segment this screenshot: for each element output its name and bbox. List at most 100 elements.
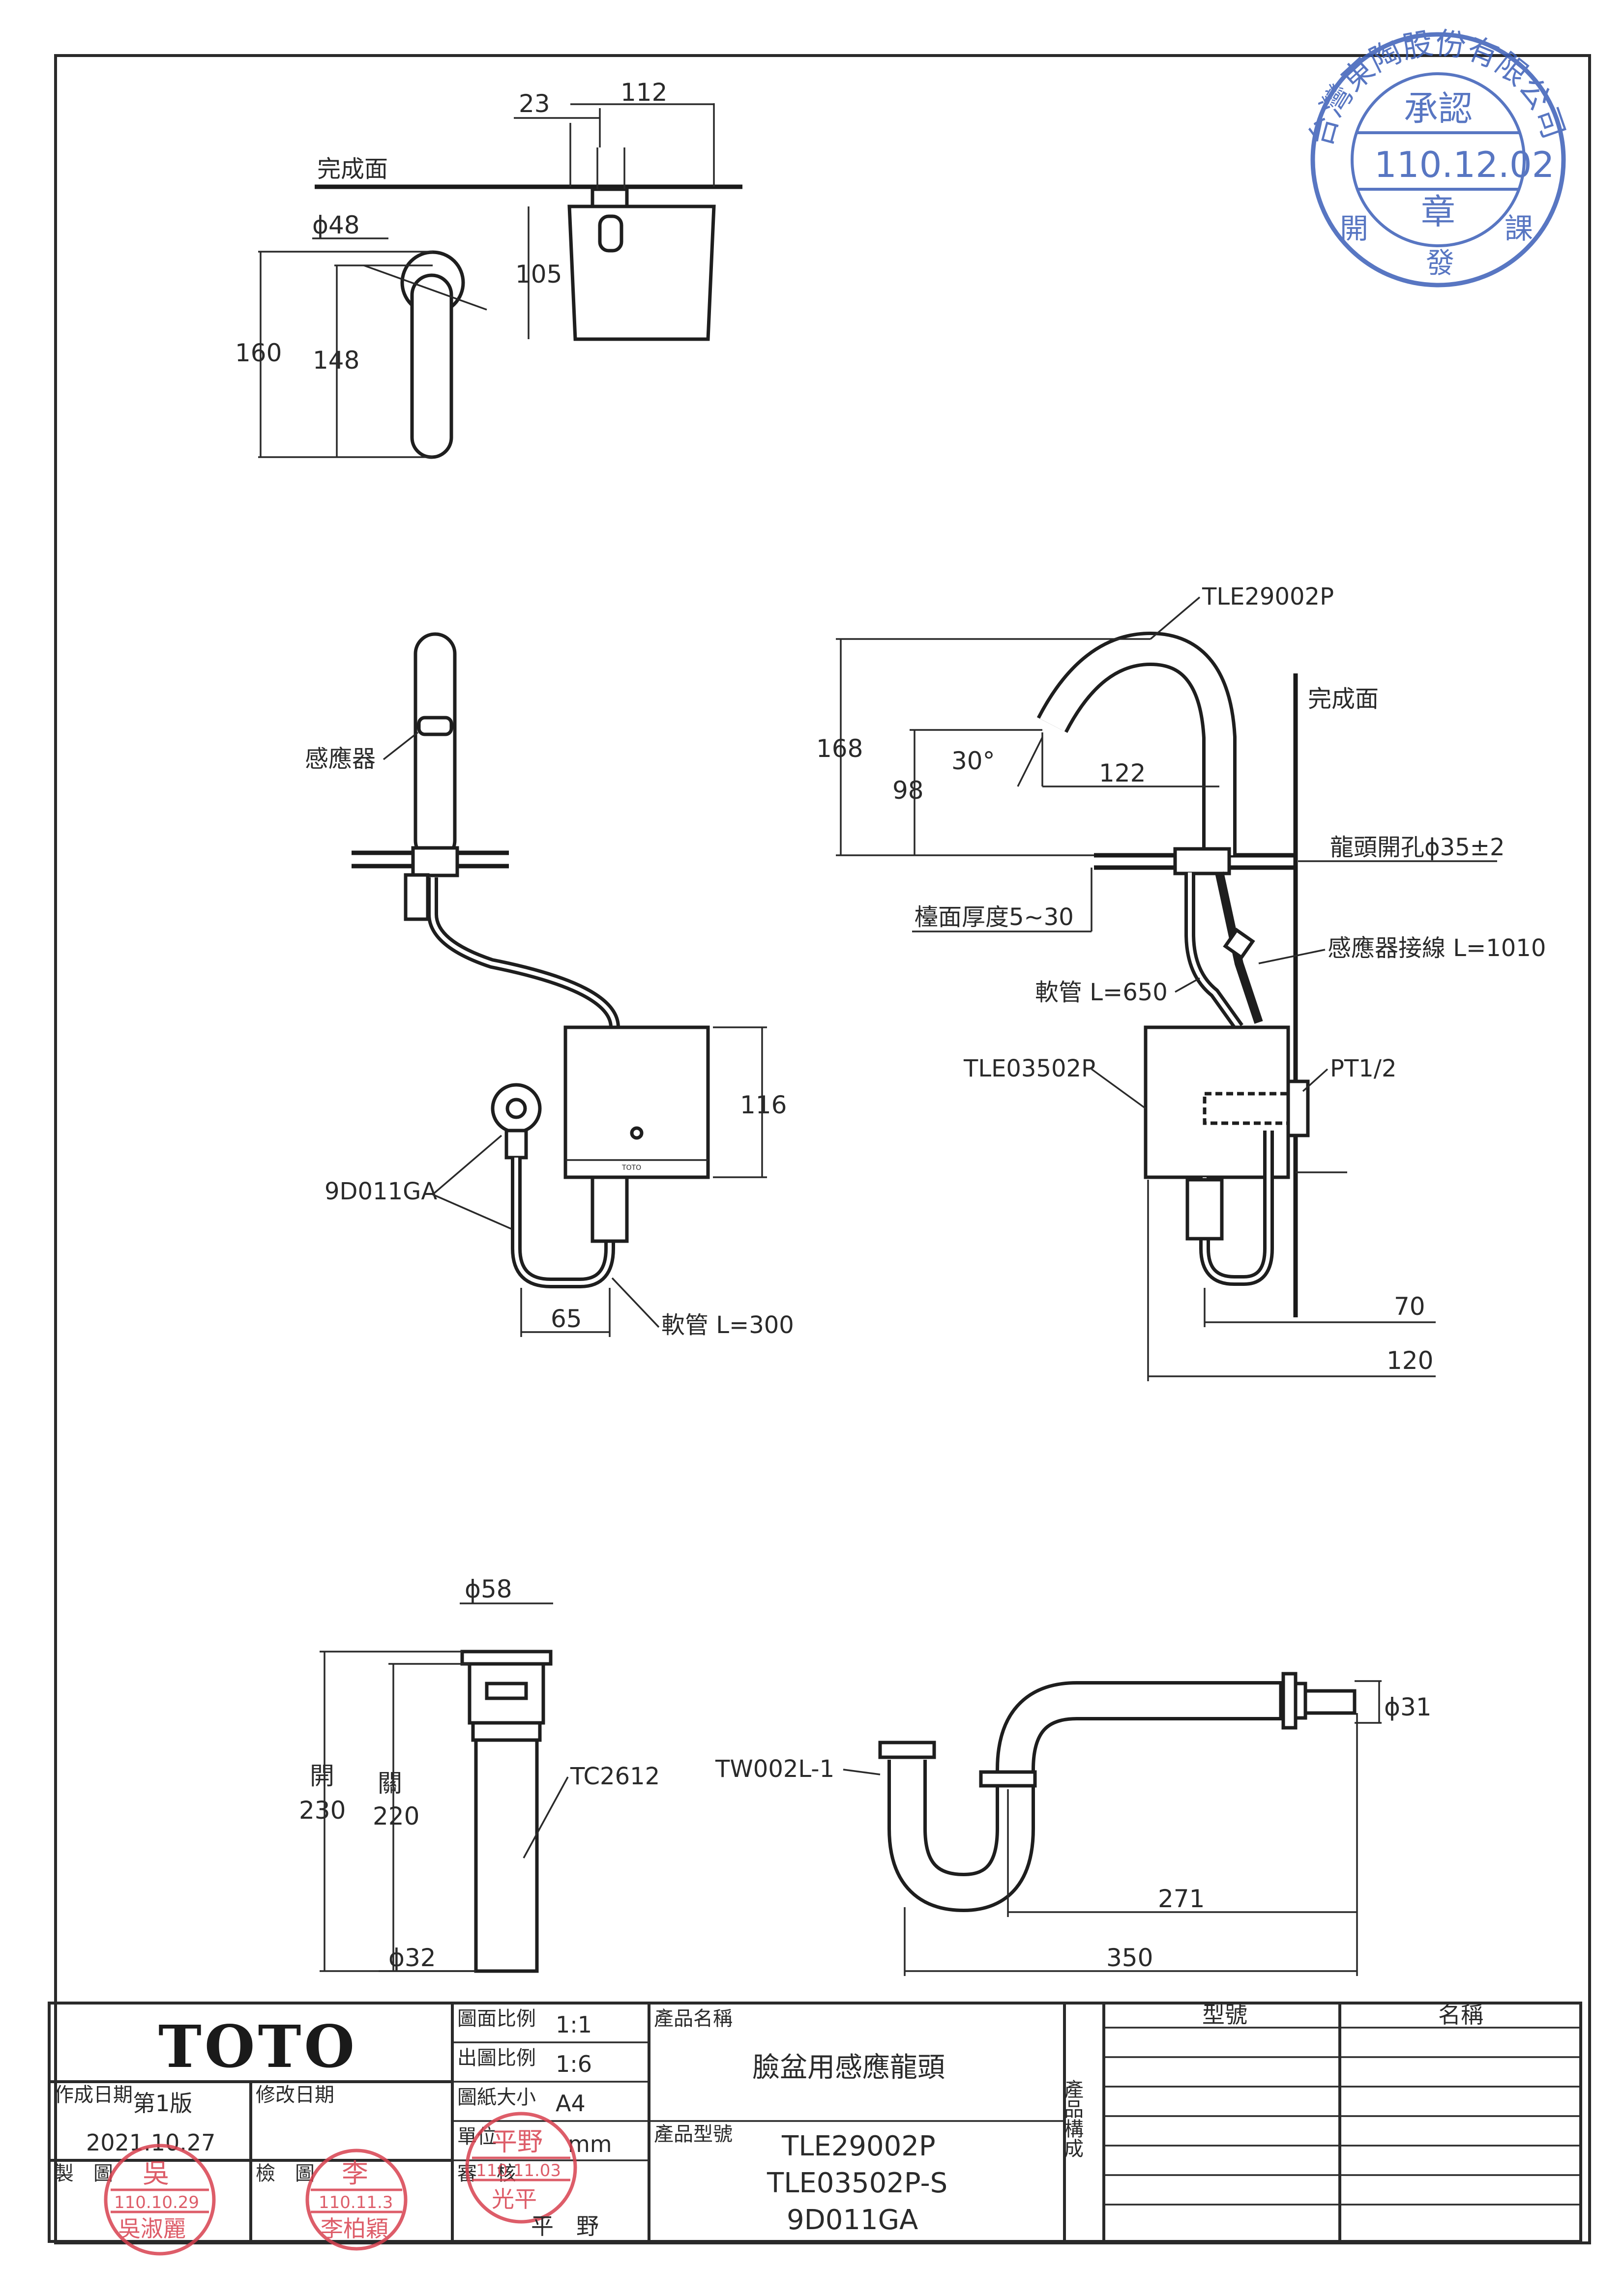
side-spout-core [1040,635,1233,855]
side-counter-label: 檯面厚度5~30 [915,903,1074,931]
front-control-box [563,1025,710,1179]
revised-label: 修改日期 [256,2084,334,2106]
product-name: 臉盆用感應龍頭 [752,2052,945,2084]
top-inlet [598,214,623,253]
trap-outlet [1303,1689,1357,1715]
drain-open-value: 230 [299,1796,346,1825]
front-valve-label: 9D011GA [325,1178,437,1205]
valve-leader-2 [432,1193,512,1230]
cable-leader [1258,949,1326,964]
dim-105: 105 [515,260,562,289]
checker-stamp-mark: 李 [342,2158,368,2189]
dim-116: 116 [740,1091,787,1119]
col-name: 名稱 [1438,2002,1483,2028]
side-cable-clip [1223,928,1255,960]
dim-70: 70 [1394,1292,1425,1321]
trap-model: TW002L-1 [715,1755,834,1783]
side-hose-leader [1175,977,1200,993]
dim-phi31: ϕ31 [1384,1693,1432,1721]
dim-phi32: ϕ32 [388,1944,436,1972]
trap-mid-nut [979,1770,1037,1788]
trap-leader [843,1769,881,1775]
approval-inner-ring [1351,72,1526,247]
dim-phi48: ϕ48 [312,211,360,239]
drain-model: TC2612 [570,1763,660,1790]
front-valve-stem [504,1129,528,1160]
approval-bottom: 發 [1426,246,1454,280]
side-spout-model: TLE29002P [1202,583,1334,610]
drain-open-label: 開 [310,1762,334,1790]
dim-98: 98 [892,776,924,805]
dim-271: 271 [1158,1885,1205,1913]
checker-stamp-name: 李柏穎 [321,2215,388,2242]
front-shank [404,873,430,921]
product-code-3: 9D011GA [787,2204,918,2236]
approver-stamp-ring [465,2112,577,2224]
side-hose-label: 軟管 L=650 [1035,979,1168,1006]
approver-stamp-date: 110.11.03 [476,2161,561,2180]
scale2-label: 出圖比例 [457,2047,536,2069]
created-date: 2021.10.27 [86,2129,215,2156]
front-box-led [630,1126,644,1140]
side-lower-hose-core [1203,1131,1270,1282]
top-box [567,204,716,341]
side-box-outlet [1185,1178,1224,1241]
trap-view: TW002L-1 ϕ31 271 350 [715,1672,1432,1976]
approval-date: 110.12.02 [1374,144,1554,185]
dim-65: 65 [551,1305,582,1333]
drain-close-value: 220 [373,1802,419,1831]
drain-close-label: 關 [378,1769,402,1798]
front-lower-hose-core [514,1158,612,1285]
scale1-value: 1:1 [556,2011,592,2038]
drain-leader [523,1776,569,1859]
front-valve-core [505,1098,527,1119]
drawer-stamp-ring [104,2144,216,2256]
trap-top-nut [878,1741,936,1759]
drawer-label: 製 圖 [54,2162,113,2185]
dim-160: 160 [235,339,282,367]
approval-stamp: 台灣東陶股份有限公司 承認 110.12.02 章 開 發 課 [1302,25,1572,288]
dim-120: 120 [1387,1346,1433,1375]
approval-title: 承認 [1404,88,1473,129]
side-cable [1215,872,1263,1024]
side-hose-core [1188,872,1241,1029]
side-thread-label: PT1/2 [1330,1055,1397,1082]
side-inlet-dashed [1203,1092,1290,1125]
created-label: 作成日期 [54,2084,133,2106]
front-hose [427,877,620,1028]
side-view: 完成面 TLE29002P 168 98 30° 122 龍頭開孔ϕ35±2 檯… [816,583,1546,1381]
dim-phi58: ϕ58 [465,1575,512,1603]
angle-arm [1017,737,1043,787]
trap-pipe-core [891,1685,1283,1909]
side-cable-label: 感應器接線 L=1010 [1328,934,1546,962]
front-view: 感應器 TOTO 9D011GA 軟管 L=300 116 [305,632,794,1339]
thread-leader [1302,1068,1329,1092]
drawer-stamp-date: 110.10.29 [114,2193,199,2212]
front-mount-nut [411,846,459,877]
col-model: 型號 [1202,2002,1247,2028]
drawer-stamp: 吳 110.10.29 吳淑麗 [104,2144,216,2256]
product-code-label: 產品型號 [654,2123,733,2146]
checker-stamp-ring [305,2149,408,2251]
edition: 第1版 [133,2090,192,2117]
scale2-value: 1:6 [556,2051,592,2077]
front-box-brand: TOTO [621,1164,641,1172]
hose-leader [611,1277,660,1328]
paper-label: 圖紙大小 [457,2086,536,2109]
box-leader [1091,1068,1147,1109]
drain-flange [460,1650,553,1666]
drain-window [485,1682,528,1700]
top-pin-base [591,187,629,208]
side-box-label: TLE03502P [963,1055,1095,1082]
outer-frame [54,54,1591,2244]
drawer-stamp-mark: 吳 [143,2158,169,2189]
front-sensor-label: 感應器 [305,745,376,773]
approval-seal: 章 [1421,192,1455,232]
front-hose-label: 軟管 L=300 [661,1311,794,1339]
dim-23: 23 [519,89,550,118]
title-block: TOTO 作成日期 第1版 修改日期 2021.10.27 製 圖 檢 圖 審 … [48,2002,1582,2243]
checker-label: 檢 圖 [256,2162,315,2185]
front-spout [413,632,457,862]
